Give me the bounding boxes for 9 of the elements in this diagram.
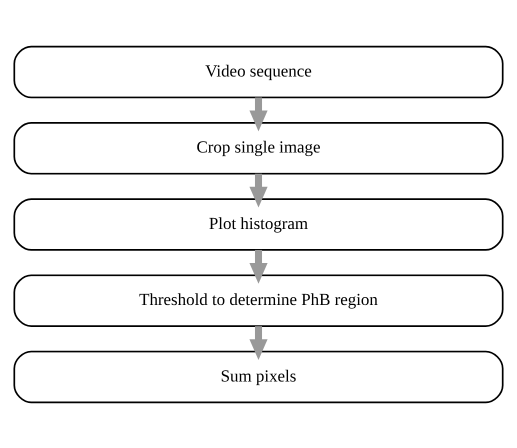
node-box: Plot histogram [13,198,504,250]
arrow [249,173,268,208]
node-box: Threshold to determine PhB region [13,274,504,326]
arrow [249,97,268,131]
node-box: Sum pixels [13,350,504,403]
node-box: Crop single image [13,122,504,174]
arrow [249,249,268,284]
node-box: Video sequence [13,45,504,98]
arrow [249,326,268,360]
